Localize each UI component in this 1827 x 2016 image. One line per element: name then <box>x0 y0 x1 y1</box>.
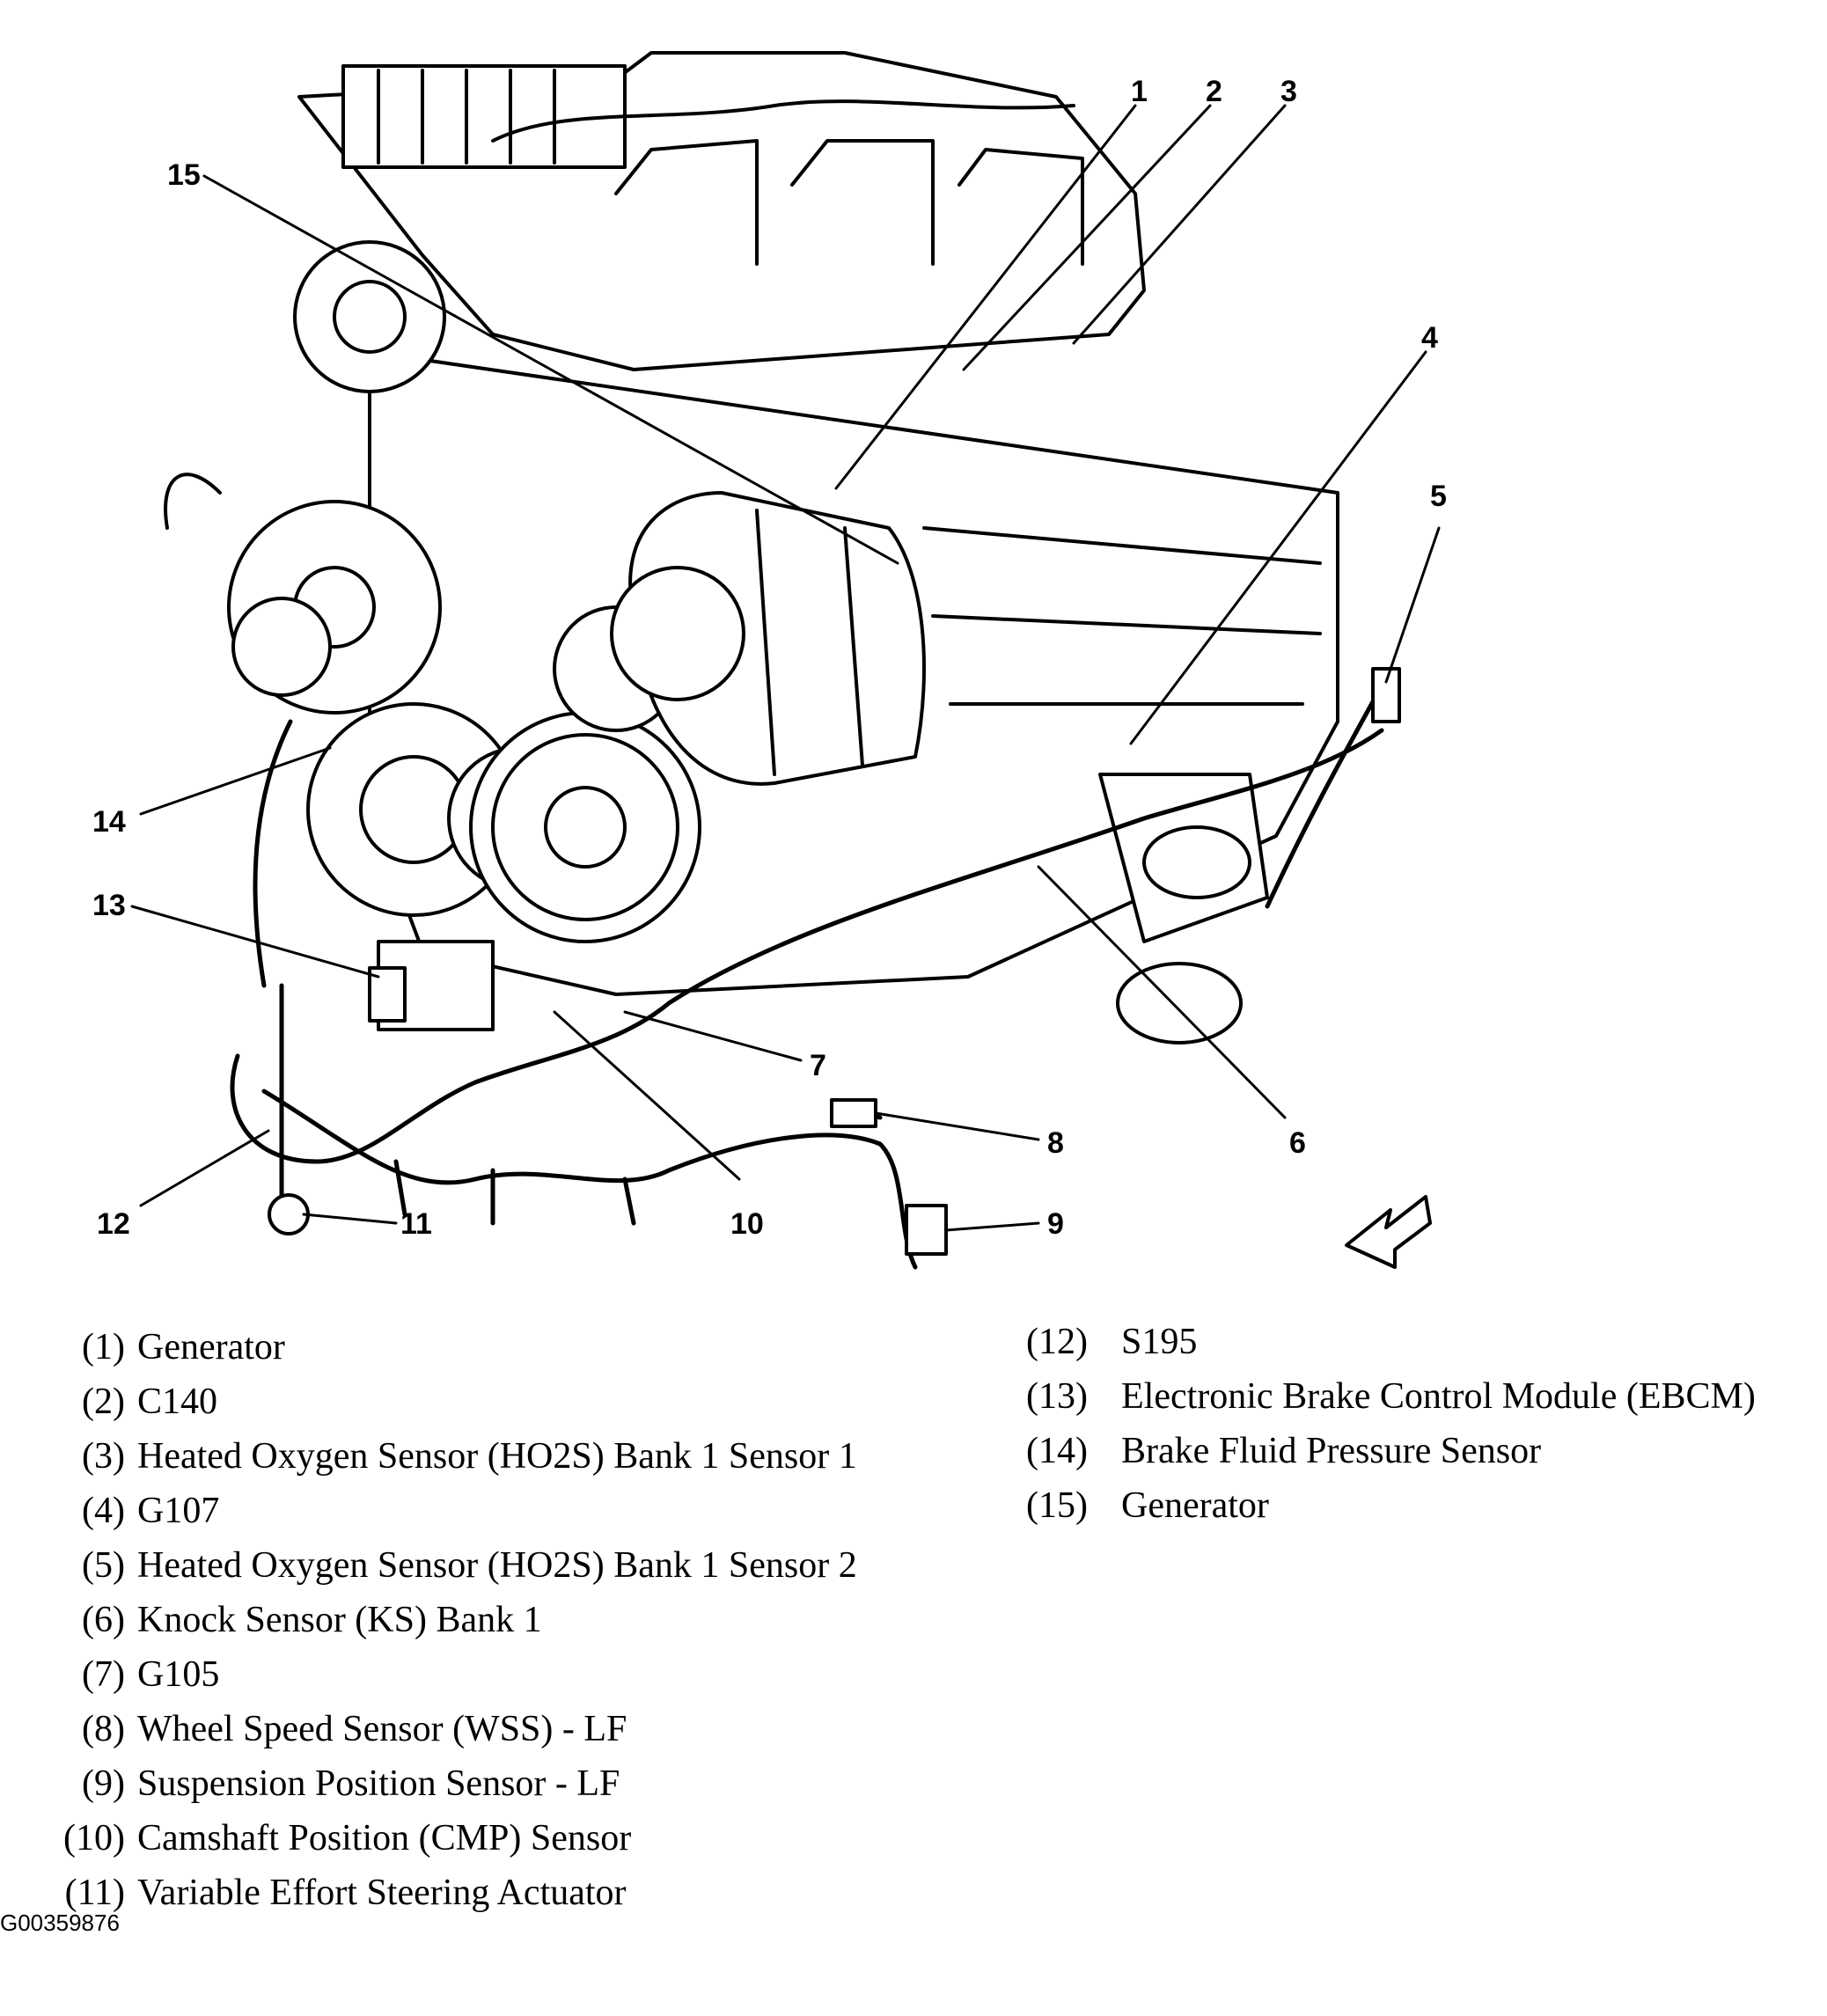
callout-2: 2 <box>1206 75 1222 108</box>
callout-6: 6 <box>1289 1126 1306 1160</box>
legend-item: (4) G107 <box>53 1484 857 1538</box>
intake-manifold <box>297 51 1146 371</box>
legend-item: (15) Generator <box>1026 1478 1756 1533</box>
legend-text: Wheel Speed Sensor (WSS) - LF <box>137 1709 627 1749</box>
callout-10: 10 <box>730 1207 764 1241</box>
legend-num: (2) <box>82 1382 125 1422</box>
legend-item: (3) Heated Oxygen Sensor (HO2S) Bank 1 Se… <box>53 1429 857 1484</box>
callout-14: 14 <box>92 805 126 839</box>
legend-left: (1) Generator (2) C140 (3) Heated Oxygen Se… <box>53 1320 857 1920</box>
legend-item: (5) Heated Oxygen Sensor (HO2S) Bank 1 Se… <box>53 1538 857 1593</box>
legend-num: (14) <box>1026 1431 1088 1471</box>
legend-num: (7) <box>82 1654 125 1695</box>
legend-num: (8) <box>82 1709 125 1749</box>
legend-num: (9) <box>82 1763 125 1804</box>
legend-item: (8) Wheel Speed Sensor (WSS) - LF <box>53 1702 857 1756</box>
legend-text: Suspension Position Sensor - LF <box>137 1763 620 1804</box>
connector-8 <box>830 1098 877 1128</box>
legend-num: (6) <box>82 1600 125 1640</box>
connector-5 <box>1371 667 1401 723</box>
legend-text: Heated Oxygen Sensor (HO2S) Bank 1 Senso… <box>137 1436 857 1477</box>
callout-7: 7 <box>810 1049 826 1082</box>
figure-id: G00359876 <box>0 1910 120 1936</box>
legend-item: (7) G105 <box>53 1647 857 1702</box>
legend-text: Brake Fluid Pressure Sensor <box>1121 1431 1542 1471</box>
callout-8: 8 <box>1047 1126 1064 1160</box>
legend-item: (6) Knock Sensor (KS) Bank 1 <box>53 1593 857 1647</box>
callout-15: 15 <box>167 158 201 192</box>
legend-text: Camshaft Position (CMP) Sensor <box>137 1818 632 1858</box>
legend-text: Electronic Brake Control Module (EBCM) <box>1121 1376 1756 1417</box>
callout-13: 13 <box>92 889 126 922</box>
legend-num: (10) <box>63 1818 125 1858</box>
legend-text: G107 <box>137 1491 220 1531</box>
legend-num: (12) <box>1026 1322 1088 1362</box>
legend-right: (12) S195 (13) Electronic Brake Control Mo… <box>1026 1315 1756 1533</box>
legend-item: (2) C140 <box>53 1375 857 1429</box>
legend-num: (15) <box>1026 1485 1088 1526</box>
legend-text: Generator <box>1121 1485 1269 1526</box>
legend-item: (10) Camshaft Position (CMP) Sensor <box>53 1811 857 1866</box>
callout-12: 12 <box>97 1207 130 1241</box>
legend-text: Heated Oxygen Sensor (HO2S) Bank 1 Senso… <box>137 1545 857 1586</box>
legend-text: S195 <box>1121 1322 1198 1362</box>
legend-item: (14) Brake Fluid Pressure Sensor <box>1026 1424 1756 1478</box>
legend-num: (11) <box>64 1873 125 1913</box>
leader-lines <box>130 104 1441 1232</box>
callout-4: 4 <box>1421 321 1438 355</box>
callout-5: 5 <box>1430 480 1447 513</box>
legend-text: C140 <box>137 1382 218 1422</box>
legend-item: (9) Suspension Position Sensor - LF <box>53 1756 857 1811</box>
legend-item: (13) Electronic Brake Control Module (EBC… <box>1026 1369 1756 1424</box>
legend-item: (11) Variable Effort Steering Actuator <box>53 1866 857 1920</box>
callout-3: 3 <box>1280 75 1297 108</box>
pulleys <box>164 240 701 943</box>
callout-1: 1 <box>1131 75 1148 108</box>
connector-11 <box>268 1193 310 1235</box>
legend-text: Knock Sensor (KS) Bank 1 <box>137 1600 542 1640</box>
legend-num: (4) <box>82 1491 125 1531</box>
legend-num: (1) <box>82 1327 125 1367</box>
callout-9: 9 <box>1047 1207 1064 1241</box>
generator <box>610 491 926 786</box>
legend-item: (1) Generator <box>53 1320 857 1375</box>
callout-11: 11 <box>400 1207 432 1241</box>
legend-num: (5) <box>82 1545 125 1586</box>
legend-text: G105 <box>137 1654 220 1695</box>
legend-num: (13) <box>1026 1376 1088 1417</box>
engine-diagram: 1 2 3 4 5 6 7 8 9 10 11 12 13 14 15 <box>92 51 1447 1270</box>
arrow-icon <box>1345 1195 1432 1269</box>
connector-9 <box>905 1204 948 1256</box>
callout-numbers: 1 2 3 4 5 6 7 8 9 10 11 12 13 14 15 <box>92 75 1447 1241</box>
legend-num: (3) <box>82 1436 125 1477</box>
legend-text: Generator <box>137 1327 285 1367</box>
legend-item: (12) S195 <box>1026 1315 1756 1369</box>
legend-text: Variable Effort Steering Actuator <box>137 1873 627 1913</box>
ebcm-module <box>368 940 495 1031</box>
